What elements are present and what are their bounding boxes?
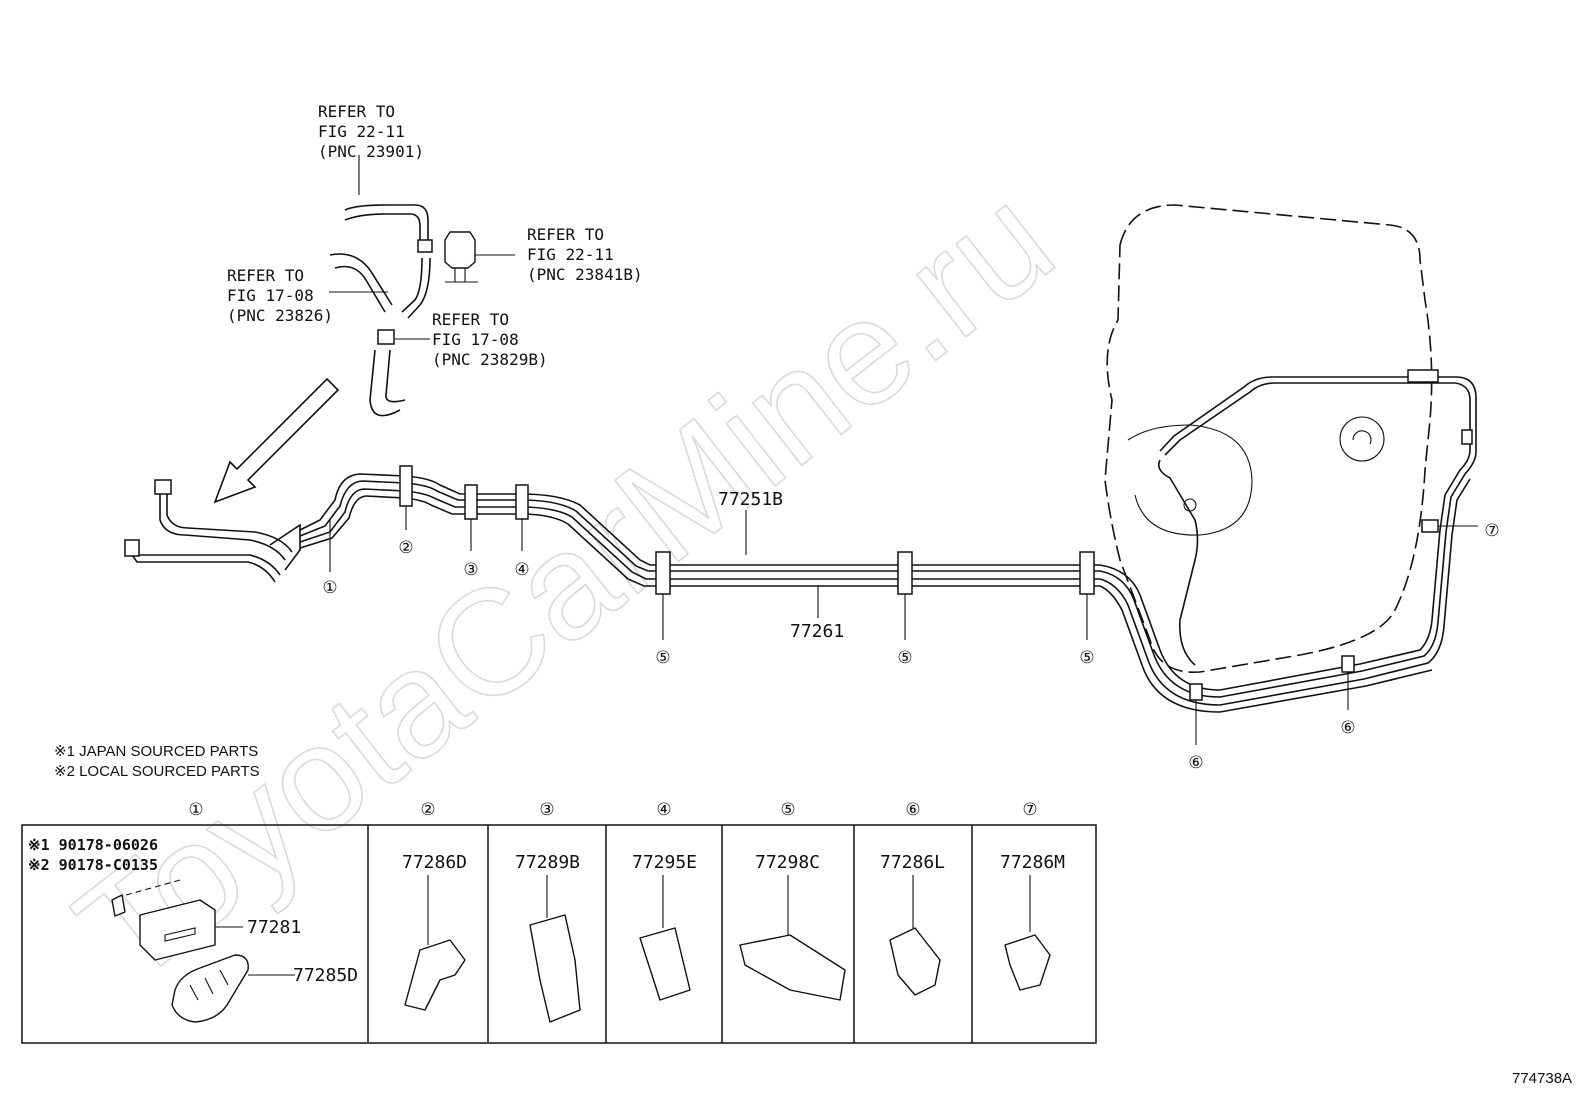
legend-header-3: ③ — [539, 800, 554, 819]
svg-text:REFER TO: REFER TO — [432, 310, 509, 329]
front-pipe-ends — [124, 479, 301, 583]
svg-text:(PNC 23841B): (PNC 23841B) — [527, 265, 643, 284]
part-label-77285d: 77285D — [293, 965, 358, 986]
reference-4: REFER TO FIG 17-08 (PNC 23829B) — [432, 310, 548, 369]
svg-text:REFER TO: REFER TO — [227, 266, 304, 285]
legend-header-4: ④ — [656, 800, 671, 819]
callout-6b: ⑥ — [1340, 718, 1355, 737]
callout-5a: ⑤ — [655, 648, 670, 667]
legend-header-2: ② — [420, 800, 435, 819]
note-japan-sourced: ※1 JAPAN SOURCED PARTS — [54, 743, 258, 760]
svg-text:(PNC 23826): (PNC 23826) — [227, 306, 333, 325]
svg-text:(PNC 23901): (PNC 23901) — [318, 142, 424, 161]
bracket-77281-drawing — [111, 880, 243, 961]
svg-text:FIG 22-11: FIG 22-11 — [527, 245, 614, 264]
reference-1: REFER TO FIG 22-11 (PNC 23901) — [318, 102, 424, 161]
upper-hoses — [329, 204, 433, 417]
callout-6a: ⑥ — [1188, 753, 1203, 772]
callout-5c: ⑤ — [1079, 648, 1094, 667]
cell1-japan-part: ※1 90178-06026 — [28, 836, 158, 854]
part-label-77281: 77281 — [247, 917, 301, 938]
fuel-tank-outline — [1104, 204, 1433, 673]
cell1-local-part: ※2 90178-C0135 — [28, 856, 158, 874]
reference-2: REFER TO FIG 22-11 (PNC 23841B) — [527, 225, 643, 284]
part-label-77298c: 77298C — [755, 852, 820, 873]
part-label-77261: 77261 — [790, 621, 844, 642]
clip-77286l-drawing — [889, 927, 941, 996]
legend-header-5: ⑤ — [780, 800, 795, 819]
svg-text:REFER TO: REFER TO — [527, 225, 604, 244]
direction-arrow — [213, 377, 340, 504]
part-label-77286m: 77286M — [1000, 852, 1065, 873]
reference-3: REFER TO FIG 17-08 (PNC 23826) — [227, 266, 333, 325]
part-label-77295e: 77295E — [632, 852, 697, 873]
svg-text:FIG 22-11: FIG 22-11 — [318, 122, 405, 141]
fuel-pipe-upper — [299, 376, 1477, 698]
clip-77295e-drawing — [639, 927, 691, 1001]
part-label-77286d: 77286D — [402, 852, 467, 873]
callout-5b: ⑤ — [897, 648, 912, 667]
callout-4: ④ — [514, 560, 529, 579]
note-local-sourced: ※2 LOCAL SOURCED PARTS — [54, 763, 260, 780]
clip-77298c-drawing — [739, 934, 846, 1001]
clip-77286d-drawing — [404, 939, 466, 1011]
callout-2: ② — [398, 538, 413, 557]
svg-text:FIG 17-08: FIG 17-08 — [432, 330, 519, 349]
part-label-77251b: 77251B — [718, 489, 783, 510]
fuel-pipe-lower — [299, 478, 1471, 713]
callout-1: ① — [322, 578, 337, 597]
legend-table: ① ② ③ ④ ⑤ ⑥ ⑦ ※1 90178-06026 ※2 90178-C0… — [21, 800, 1097, 1044]
svg-text:REFER TO: REFER TO — [318, 102, 395, 121]
clip-77286m-drawing — [1004, 934, 1051, 991]
clip-77289b-drawing — [529, 914, 581, 1023]
callout-3: ③ — [463, 560, 478, 579]
callouts: ① ② ③ ④ ⑤ ⑤ ⑤ ⑥ ⑥ ⑦ — [322, 521, 1499, 772]
leader-lines — [329, 155, 1478, 745]
figure-code: 774738A — [1512, 1070, 1572, 1087]
legend-header-7: ⑦ — [1022, 800, 1037, 819]
part-label-77286l: 77286L — [880, 852, 945, 873]
clamp-77285d-drawing — [171, 954, 295, 1023]
svg-text:FIG 17-08: FIG 17-08 — [227, 286, 314, 305]
callout-7: ⑦ — [1484, 521, 1499, 540]
svg-text:(PNC 23829B): (PNC 23829B) — [432, 350, 548, 369]
vapor-valve — [444, 231, 515, 283]
part-label-77289b: 77289B — [515, 852, 580, 873]
legend-header-1: ① — [188, 800, 203, 819]
legend-header-6: ⑥ — [905, 800, 920, 819]
